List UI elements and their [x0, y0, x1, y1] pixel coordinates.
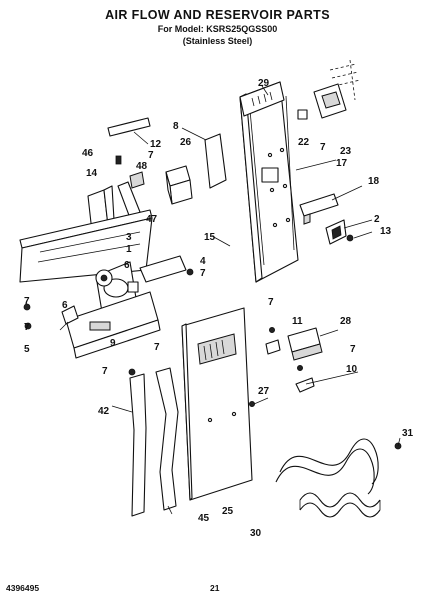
- part-3-motor: [95, 269, 113, 287]
- callout-42: 42: [98, 406, 110, 417]
- callout-7d: 7: [24, 296, 30, 307]
- part-12-strip: [107, 117, 151, 137]
- part-27-screw: [248, 400, 255, 407]
- part-17-air-duct: [239, 81, 299, 283]
- part-18-bracket: [299, 193, 339, 225]
- callout-7i: 7: [102, 366, 108, 377]
- callout-5: 5: [24, 344, 30, 355]
- callout-9: 9: [110, 338, 116, 349]
- part-13-screw: [346, 234, 354, 242]
- part-6-gear: [127, 281, 139, 293]
- part-29-louver: [239, 81, 285, 117]
- part-25-cover-panel: [181, 307, 253, 501]
- callout-29: 29: [258, 78, 270, 89]
- callout-6: 6: [124, 260, 130, 271]
- callout-25: 25: [222, 506, 234, 517]
- part-22-clip: [297, 109, 308, 120]
- part-23-bracket: [313, 59, 361, 119]
- callout-7f: 7: [154, 342, 160, 353]
- part-4-bracket: [139, 255, 187, 283]
- part-28-heater-box: [287, 327, 323, 361]
- callout-7g: 7: [268, 297, 274, 308]
- leader-lines: [59, 85, 401, 515]
- callout-47: 47: [146, 214, 158, 225]
- callout-7a: 7: [148, 150, 154, 161]
- part-6-lever: [61, 305, 79, 325]
- callout-46: 46: [82, 148, 94, 159]
- callout-14: 14: [86, 168, 98, 179]
- part-2-mount: [325, 219, 347, 245]
- part-11-clip: [265, 339, 281, 355]
- part-26-duct-block: [165, 165, 193, 205]
- callout-10: 10: [346, 364, 358, 375]
- part-47-rail: [19, 209, 153, 283]
- part-7-screw-10: [296, 364, 303, 371]
- finish-label: (Stainless Steel): [182, 36, 253, 46]
- callout-13: 13: [380, 226, 392, 237]
- part-30-heater-coil: [275, 438, 381, 518]
- page-title: AIR FLOW AND RESERVOIR PARTS: [105, 8, 330, 22]
- callout-4: 4: [200, 256, 206, 267]
- callout-8: 8: [173, 121, 179, 132]
- callout-30: 30: [250, 528, 262, 539]
- callout-11: 11: [292, 316, 303, 327]
- part-10-clamp: [295, 377, 315, 393]
- callout-48: 48: [136, 161, 148, 172]
- part-7-screw-42: [128, 368, 136, 376]
- callout-26: 26: [180, 137, 192, 148]
- page-number: 21: [210, 583, 220, 593]
- callout-1: 1: [126, 244, 132, 255]
- callout-7c: 7: [200, 268, 206, 279]
- callout-6b: 6: [62, 300, 68, 311]
- part-9-damper-housing: [65, 291, 161, 359]
- callout-17: 17: [336, 158, 348, 169]
- part-7-screws-left: [23, 268, 194, 330]
- callout-12: 12: [150, 139, 162, 150]
- part-42-trim: [129, 373, 147, 517]
- callout-7e: 7: [24, 322, 30, 333]
- part-48-pad: [129, 171, 145, 189]
- callout-7h: 7: [350, 344, 356, 355]
- part-7-screw-11: [268, 326, 275, 333]
- part-45-trim: [155, 367, 179, 511]
- model-number: For Model: KSRS25QGSS00: [157, 24, 278, 34]
- document-number: 4396495: [6, 583, 40, 593]
- callout-22: 22: [298, 137, 310, 148]
- callout-3: 3: [126, 232, 132, 243]
- callout-28: 28: [340, 316, 352, 327]
- callout-27: 27: [258, 386, 270, 397]
- callout-18: 18: [368, 176, 380, 187]
- part-7-screw-top: [115, 155, 122, 165]
- part-8-baffle: [204, 133, 227, 189]
- callout-23: 23: [340, 146, 352, 157]
- callout-15: 15: [204, 232, 216, 243]
- callout-labels: 29 8 12 7 46 48 14 26 22 7 23 17 18 47 3…: [24, 78, 414, 539]
- callout-31: 31: [402, 428, 414, 439]
- callout-7b: 7: [320, 142, 326, 153]
- callout-45: 45: [198, 513, 210, 524]
- callout-2: 2: [374, 214, 380, 225]
